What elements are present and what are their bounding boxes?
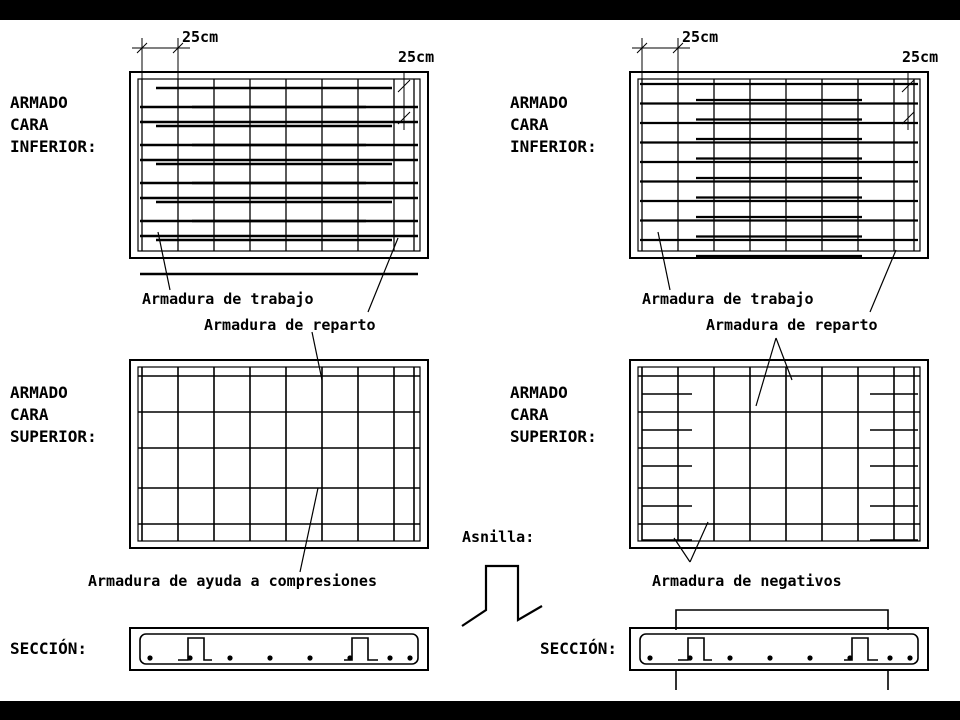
section-bar [807, 655, 813, 661]
right-leader-negativos-a [673, 537, 691, 563]
right-leader-reparto-top-a [755, 337, 777, 407]
left-label-reparto: Armadura de reparto [204, 316, 376, 334]
right-leader-reparto-top-b [775, 337, 793, 381]
right-label-trabajo: Armadura de trabajo [642, 290, 814, 308]
right-bottom-working-bars [640, 82, 918, 258]
section-bar [767, 655, 773, 661]
left-section-bars [147, 655, 413, 661]
right-section-upper-beam [675, 609, 889, 630]
left-top-mesh [138, 367, 420, 541]
left-section-chair-a [178, 637, 212, 661]
right-bottom-face-line1: ARMADO [510, 93, 568, 112]
right-section-stirrup [639, 633, 919, 665]
left-section-label: SECCIÓN: [10, 639, 87, 658]
section-bar [147, 655, 153, 661]
left-section-stirrup [139, 633, 419, 665]
right-dim-top-label: 25cm [682, 28, 718, 46]
section-bar [847, 655, 853, 661]
right-leader-reparto [869, 249, 897, 313]
left-leader-reparto [367, 237, 399, 313]
section-bar [647, 655, 653, 661]
section-bar [347, 655, 353, 661]
section-bar [307, 655, 313, 661]
right-section-chair-a [678, 637, 712, 661]
left-bottom-working-bars [140, 86, 418, 276]
right-top-face-line2: CARA [510, 405, 549, 424]
section-bar [387, 655, 393, 661]
right-top-mesh [638, 367, 920, 541]
left-top-face-line3: SUPERIOR: [10, 427, 97, 446]
left-leader-trabajo [157, 231, 171, 291]
left-bottom-slab-outline [129, 71, 429, 259]
drawing-linework [129, 38, 929, 690]
left-bottom-face-line1: ARMADO [10, 93, 68, 112]
right-top-face-line3: SUPERIOR: [510, 427, 597, 446]
right-leader-negativos-b [689, 521, 709, 563]
left-top-face-line2: CARA [10, 405, 49, 424]
right-section-label: SECCIÓN: [540, 639, 617, 658]
right-section-bars [647, 655, 913, 661]
left-leader-compresiones [299, 487, 319, 573]
right-dim-top-tick-b [672, 42, 684, 54]
right-label-reparto: Armadura de reparto [706, 316, 878, 334]
right-dim-right-label: 25cm [902, 48, 938, 66]
left-dim-right-label: 25cm [398, 48, 434, 66]
left-leader-reparto-top [311, 331, 323, 381]
right-bottom-slab-outline [629, 71, 929, 259]
right-dim-right-tick-b [901, 111, 915, 125]
right-bottom-face-line2: CARA [510, 115, 549, 134]
section-bar [887, 655, 893, 661]
left-top-slab-inner [137, 366, 421, 542]
section-bar [227, 655, 233, 661]
section-bar [187, 655, 193, 661]
left-bottom-face-line2: CARA [10, 115, 49, 134]
section-bar [267, 655, 273, 661]
section-bar [727, 655, 733, 661]
left-top-face-line1: ARMADO [10, 383, 68, 402]
left-dim-top-tick-b [172, 42, 184, 54]
left-top-slab-outline [129, 359, 429, 549]
section-bar [407, 655, 413, 661]
right-leader-trabajo [657, 231, 671, 291]
right-bottom-vertical-bars [641, 79, 915, 251]
left-bottom-slab-inner [137, 78, 421, 252]
asnilla-label: Asnilla: [462, 528, 534, 546]
left-dim-right-tick-b [397, 111, 411, 125]
left-label-trabajo: Armadura de trabajo [142, 290, 314, 308]
left-dim-right-tick-a [397, 79, 411, 93]
right-section-outline [629, 627, 929, 671]
left-dim-top-tick-a [136, 42, 148, 54]
right-top-slab-inner [637, 366, 921, 542]
right-dim-right-tick-a [901, 79, 915, 93]
right-bottom-slab-inner [637, 78, 921, 252]
left-label-compresiones: Armadura de ayuda a compresiones [88, 572, 377, 590]
asnilla-shape [461, 564, 543, 627]
left-bottom-face-line3: INFERIOR: [10, 137, 97, 156]
right-top-slab-outline [629, 359, 929, 549]
right-top-face-line1: ARMADO [510, 383, 568, 402]
text-labels: 25cm 25cm ARMADO CARA INFERIOR: Armadura… [10, 28, 938, 658]
left-dim-top-label: 25cm [182, 28, 218, 46]
left-section-outline [129, 627, 429, 671]
section-bar [687, 655, 693, 661]
right-dim-top-tick-a [636, 42, 648, 54]
section-bar [907, 655, 913, 661]
right-bottom-face-line3: INFERIOR: [510, 137, 597, 156]
right-label-negativos: Armadura de negativos [652, 572, 842, 590]
